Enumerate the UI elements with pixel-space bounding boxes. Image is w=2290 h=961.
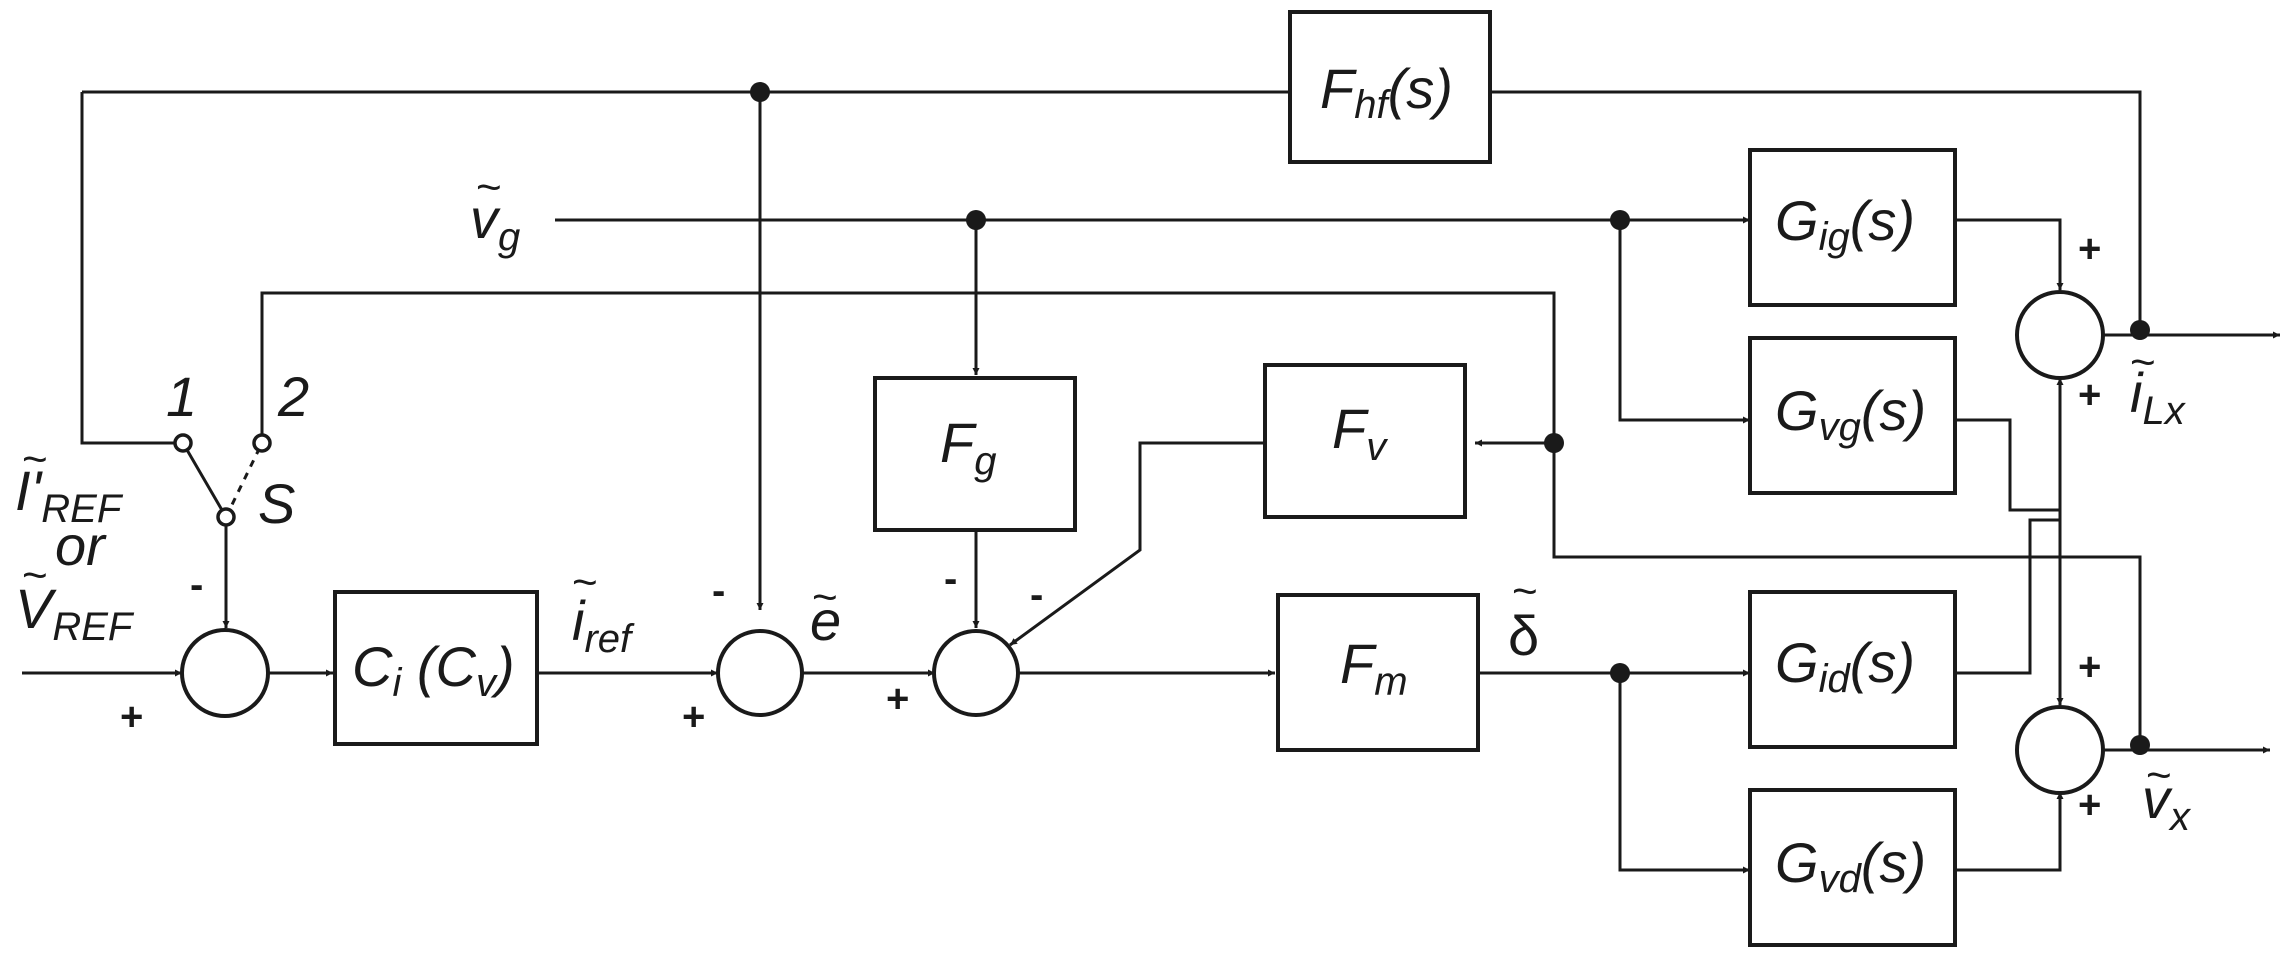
sign-plus: + — [2078, 227, 2101, 271]
wire-gvg-to-sumv — [1955, 418, 2064, 705]
wire-delta-to-gvd — [1618, 673, 1750, 874]
block-gig-label: Gig(s) — [1775, 189, 1915, 259]
sign-minus: - — [1030, 573, 1043, 617]
signal-ilx-label: iLx — [2130, 361, 2187, 433]
junction-dot — [2130, 735, 2150, 755]
junction-dot — [1544, 433, 1564, 453]
sign-plus: + — [2078, 373, 2101, 417]
switch-arm-alt — [224, 442, 264, 518]
junction-dot — [1610, 663, 1630, 683]
connection-lines — [22, 90, 2280, 874]
block-fv-label: Fv — [1332, 397, 1388, 469]
summing-junction-reference — [180, 628, 270, 718]
block-fhf — [1288, 10, 1492, 164]
tilde-mark: ~ — [1512, 567, 1538, 616]
junction-dot — [2130, 320, 2150, 340]
block-fv — [1263, 363, 1467, 519]
tilde-mark: ~ — [476, 163, 502, 212]
wire-vx-feedback — [260, 291, 2142, 745]
input-or-label: or — [55, 514, 107, 577]
sign-plus: + — [2078, 645, 2101, 689]
junction-dot — [750, 82, 770, 102]
block-gvd — [1748, 788, 1957, 947]
tilde-mark: ~ — [22, 551, 48, 600]
sign-minus: - — [190, 563, 203, 607]
transfer-blocks: Fhf(s) Gig(s) Gvg(s) Gid(s) Gvd(s) Fg Fv… — [333, 10, 1957, 947]
sign-plus: + — [2078, 783, 2101, 827]
tilde-mark: ~ — [22, 435, 48, 484]
wire-vg-to-gvg — [1618, 220, 1750, 424]
block-gvg — [1748, 336, 1957, 495]
wire-gvd-to-sumv — [1955, 792, 2064, 872]
summing-junctions — [180, 290, 2105, 795]
junction-dot — [966, 210, 986, 230]
summing-junction-current-error — [716, 629, 804, 717]
signal-vg-label: vg — [470, 187, 520, 259]
tilde-mark: ~ — [2146, 751, 2172, 800]
input-vref-label: VREF — [15, 577, 135, 649]
wire-to-switch-pos1 — [80, 92, 183, 445]
switch-position-1-label: 1 — [166, 365, 197, 428]
block-ci-label: Ci (Cv) — [352, 635, 515, 705]
sign-minus: - — [944, 557, 957, 601]
switch: 1 2 S — [166, 365, 309, 535]
signal-iref-label: iref — [572, 589, 635, 661]
switch-name-label: S — [258, 472, 295, 535]
tilde-mark: ~ — [572, 558, 598, 607]
block-gid-label: Gid(s) — [1775, 631, 1915, 701]
sign-plus: + — [682, 695, 705, 739]
block-gvg-label: Gvg(s) — [1775, 379, 1926, 449]
block-fg-label: Fg — [940, 411, 996, 483]
input-iref-label: I'REF — [15, 459, 124, 531]
sign-plus: + — [120, 695, 143, 739]
wire-ilx-feedback — [1490, 90, 2142, 330]
block-gvd-label: Gvd(s) — [1775, 831, 1926, 901]
switch-arm — [181, 442, 228, 518]
wire-fv-to-sum3 — [1009, 441, 1265, 647]
signal-vx-label: vx — [2142, 767, 2192, 839]
block-ci — [333, 590, 539, 746]
switch-terminal-1 — [173, 433, 193, 453]
block-gid — [1748, 590, 1957, 749]
signal-labels: ~ vg ~ iref ~ e ~ δ ~ iLx ~ vx ~ I'REF o… — [15, 163, 2192, 839]
signal-e-label: e — [810, 589, 841, 652]
sign-markers: - + - + - - + + + + + — [120, 227, 2101, 827]
summing-junction-modulator — [932, 629, 1020, 717]
switch-common-terminal — [216, 507, 236, 527]
block-fm-label: Fm — [1340, 632, 1408, 704]
wire-gid-to-sumi — [1955, 378, 2064, 675]
summing-junction-output-voltage — [2015, 705, 2105, 795]
block-fhf-label: Fhf(s) — [1320, 57, 1453, 127]
sign-minus: - — [712, 569, 725, 613]
block-gig — [1748, 148, 1957, 307]
signal-delta-label: δ — [1508, 604, 1539, 667]
block-fm — [1276, 593, 1480, 752]
tilde-mark: ~ — [812, 573, 838, 622]
junction-dots — [750, 82, 2150, 755]
tilde-mark: ~ — [2130, 338, 2156, 387]
switch-terminal-2 — [252, 433, 272, 453]
sign-plus: + — [886, 677, 909, 721]
block-fg — [873, 376, 1077, 532]
junction-dot — [1610, 210, 1630, 230]
summing-junction-inductor-current — [2015, 290, 2105, 380]
switch-position-2-label: 2 — [277, 365, 309, 428]
wire-gig-to-sumi — [1955, 218, 2064, 290]
